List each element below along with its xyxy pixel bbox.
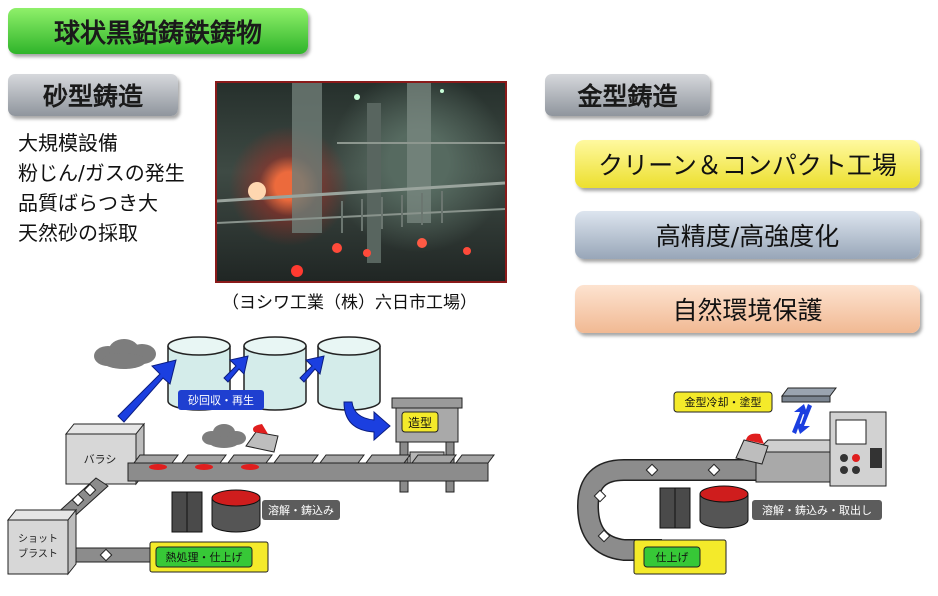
- issue-item: 品質ばらつき大: [18, 191, 158, 215]
- melt-pour-label-box: [262, 500, 340, 520]
- benefit-environment: 自然環境保護: [575, 285, 920, 333]
- metal-mold-machine: [754, 411, 887, 487]
- shot-blast-machine: [6, 508, 78, 576]
- sand-recovery-label: 砂回収・再生: [188, 393, 254, 407]
- cool-coat-label: 金型冷却・塗型: [685, 395, 762, 409]
- issue-item: 天然砂の採取: [18, 221, 138, 245]
- sand-casting-process-diagram: 砂回収・再生 造型 バラシ: [6, 336, 495, 576]
- foundry-photo: [215, 81, 507, 283]
- melt-pour-remove-label: 溶解・鋳込み・取出し: [762, 503, 872, 517]
- molding-label: 造型: [408, 416, 432, 430]
- finish-label-box: [643, 546, 701, 568]
- foundry-photo-art: [217, 83, 505, 277]
- smoke-cloud: [202, 424, 246, 448]
- mold-conveyor: [127, 454, 495, 482]
- pouring-ladle: [735, 433, 769, 465]
- cool-coat-label-box: [673, 391, 773, 413]
- sand-recovery-label-box: [178, 390, 264, 410]
- melting-furnace: [659, 485, 749, 529]
- output-conveyor: [75, 547, 153, 563]
- shakeout-label: バラシ: [84, 453, 117, 466]
- finish-label: 仕上げ: [656, 551, 689, 564]
- benefit-clean-compact: クリーン＆コンパクト工場: [575, 140, 920, 188]
- flow-arrow: [223, 355, 249, 383]
- exchange-arrows: [792, 404, 812, 434]
- issue-item: 大規模設備: [18, 131, 118, 155]
- sand-silo: [317, 336, 381, 411]
- photo-caption: （ヨシワ工業（株）六日市工場）: [222, 293, 477, 313]
- heat-finish-label-box: [155, 546, 253, 568]
- flow-arrow: [117, 359, 177, 423]
- pouring-ladle: [245, 424, 279, 453]
- metal-mold-process-diagram: 仕上げ 溶解・鋳込み・取出し 金型冷却・塗型: [576, 387, 887, 575]
- melt-pour-label: 溶解・鋳込み: [268, 503, 334, 517]
- metal-mold-casting-heading: 金型鋳造: [545, 74, 710, 116]
- molding-label-box: [401, 411, 439, 433]
- shot-blast-label-line1: ショット: [18, 534, 58, 545]
- flow-arrow: [343, 401, 391, 442]
- heat-finish-label: 熱処理・仕上げ: [166, 551, 243, 564]
- page-title: 球状黒鉛鋳鉄鋳物: [8, 8, 308, 54]
- shot-blast-label-line2: ブラスト: [18, 547, 58, 560]
- melt-pour-remove-label-box: [752, 500, 882, 520]
- melting-furnace: [171, 489, 261, 533]
- smoke-cloud: [94, 339, 156, 369]
- sand-casting-heading: 砂型鋳造: [8, 74, 178, 116]
- benefit-precision-strength: 高精度/高強度化: [575, 211, 920, 259]
- flow-arrow: [299, 355, 325, 383]
- sand-casting-issues: 大規模設備 粉じん/ガスの発生 品質ばらつき大 天然砂の採取: [18, 128, 185, 248]
- issue-item: 粉じん/ガスの発生: [18, 161, 185, 185]
- conveyor-markers: [593, 463, 721, 543]
- mold-plate: [781, 387, 837, 397]
